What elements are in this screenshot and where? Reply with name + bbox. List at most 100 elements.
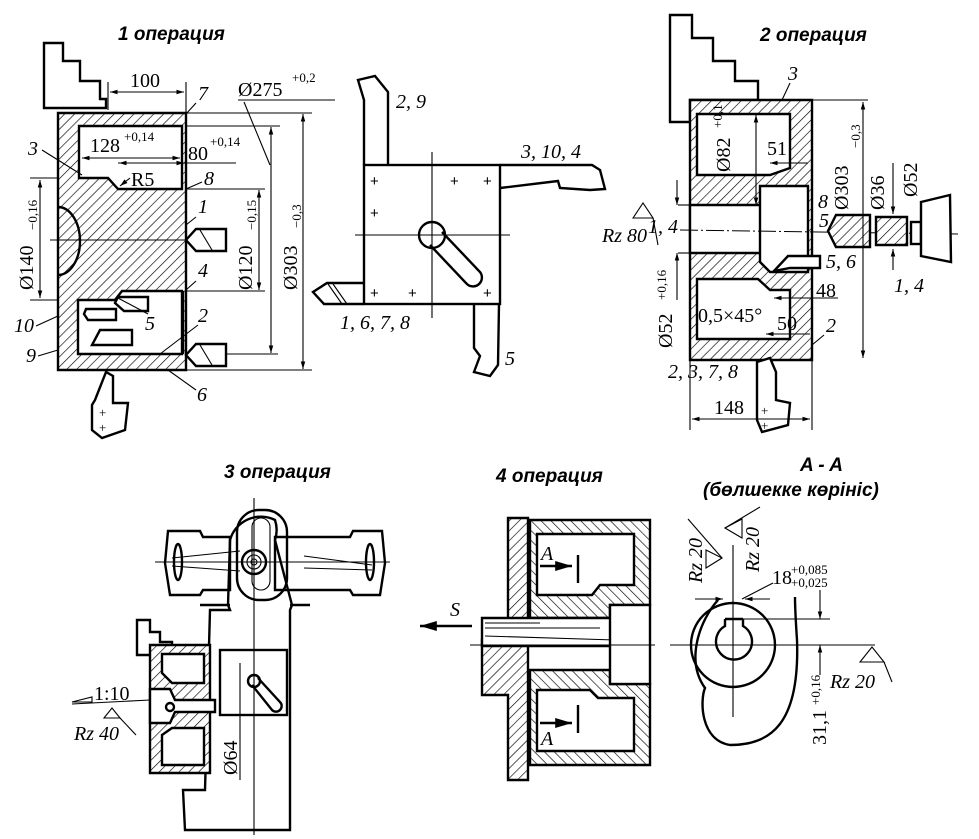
surface-label-9: 9 xyxy=(26,345,36,367)
operation-1: 1 операция + + 100 xyxy=(14,24,335,440)
svg-text:+: + xyxy=(761,418,768,433)
op2-label-3: 3 xyxy=(787,63,798,85)
op2-tools-5-6: 5, 6 xyxy=(826,251,856,273)
tool-group-right: 3, 10, 4 xyxy=(520,141,581,163)
operation-2: 2 операция + + 3 Ø82 +0,1 xyxy=(601,13,961,434)
surface-label-2: 2 xyxy=(198,305,208,327)
caliper-crossbar xyxy=(163,529,232,597)
dim-120-tol: −0,15 xyxy=(244,200,259,230)
dim-303-op1-tol: −0,3 xyxy=(289,204,304,228)
dim-51: 51 xyxy=(767,138,787,160)
roughness-rz80: Rz 80 xyxy=(601,225,647,247)
dim-80-tol: +0,14 xyxy=(210,134,241,149)
dim-303-op2: Ø303 xyxy=(831,166,853,210)
section-subtitle: (бөлшекке көрініс) xyxy=(703,480,879,501)
tool-left xyxy=(311,281,364,306)
dim-48: 48 xyxy=(816,280,836,302)
dim-275-tol: +0,2 xyxy=(292,70,316,85)
op2-label-5: 5 xyxy=(819,210,829,232)
dim-50: 50 xyxy=(777,313,797,335)
dim-52-left: Ø52 xyxy=(655,314,677,348)
key-width: 18 xyxy=(772,567,792,589)
key-depth-tol: +0,16 xyxy=(808,674,823,705)
operation-2-title: 2 операция xyxy=(759,25,867,46)
key-width-tol-upper: +0,085 xyxy=(791,562,828,577)
dim-275: Ø275 xyxy=(238,79,282,101)
workpiece-op1 xyxy=(50,111,188,372)
dim-128-tol: +0,14 xyxy=(124,129,155,144)
svg-text:+: + xyxy=(370,205,379,222)
dim-52-left-tol: +0,16 xyxy=(654,269,669,300)
svg-text:+: + xyxy=(370,285,379,302)
surface-label-3: 3 xyxy=(27,138,38,160)
part-outline xyxy=(694,596,799,747)
surface-label-4: 4 xyxy=(198,260,208,282)
op2-tools-2-3-7-8: 2, 3, 7, 8 xyxy=(668,361,738,383)
svg-text:+: + xyxy=(483,173,492,190)
roughness-rz40: Rz 40 xyxy=(73,723,119,745)
chuck-jaw xyxy=(42,41,108,110)
dim-303-op1: Ø303 xyxy=(280,246,302,290)
tool-group-top: 2, 9 xyxy=(396,91,426,113)
tool-bottom xyxy=(472,303,501,378)
dim-140-tol: −0,16 xyxy=(25,199,40,230)
svg-text:+: + xyxy=(99,405,106,420)
dim-120: Ø120 xyxy=(235,246,257,290)
surface-label-1: 1 xyxy=(198,196,208,218)
svg-text:+: + xyxy=(761,403,768,418)
drill-36 xyxy=(826,213,872,249)
key-width-tol-lower: +0,025 xyxy=(791,575,828,590)
chamfer-note: 0,5×45° xyxy=(698,305,762,327)
feed-direction-s: S xyxy=(450,599,460,621)
surface-label-7: 7 xyxy=(198,83,209,105)
surface-label-8: 8 xyxy=(204,168,214,190)
section-a-a: A - A (бөлшекке көрініс) Rz 20 Rz 20 18 … xyxy=(670,455,893,747)
op2-label-8: 8 xyxy=(818,191,828,213)
operation-4: 4 операция S A A xyxy=(420,466,655,782)
boring-tool-10 xyxy=(82,307,118,322)
turret-head: +++ + +++ 2, 9 3, 10, 4 1, 6, 7, 8 5 xyxy=(311,74,607,378)
dim-80: 80 xyxy=(188,143,208,165)
surface-label-6: 6 xyxy=(197,384,207,406)
surface-label-5: 5 xyxy=(145,313,155,335)
dim-140: Ø140 xyxy=(16,246,38,290)
dim-82: Ø82 xyxy=(713,138,735,172)
dim-303-op2-tol: −0,3 xyxy=(848,124,863,148)
roughness-left: Rz 20 xyxy=(685,538,707,584)
tailstock xyxy=(919,193,953,264)
workpiece-op2 xyxy=(679,98,961,362)
roughness-bottom: Rz 20 xyxy=(829,671,875,693)
caliper-column xyxy=(181,515,294,832)
svg-text:+: + xyxy=(370,173,379,190)
dim-100: 100 xyxy=(130,70,160,92)
operation-4-title: 4 операция xyxy=(495,466,603,487)
svg-text:+: + xyxy=(483,285,492,302)
section-mark-a-bottom: A xyxy=(539,728,554,750)
dim-82-tol: +0,1 xyxy=(710,104,725,128)
fixture-plate xyxy=(480,516,530,782)
tool-top xyxy=(356,74,390,165)
tool-right xyxy=(499,163,607,192)
operation-3: 3 операция 1:10 Rz xyxy=(71,462,390,835)
facing-tool-6 xyxy=(90,370,130,440)
svg-text:+: + xyxy=(450,173,459,190)
section-title: A - A xyxy=(799,455,843,476)
op2-tools-1-4-center: 1, 4 xyxy=(648,216,678,238)
indicator-block xyxy=(218,648,289,717)
svg-text:+: + xyxy=(408,285,417,302)
tool-5-6 xyxy=(770,254,822,273)
dim-r5: R5 xyxy=(131,169,154,191)
op2-label-2: 2 xyxy=(826,315,836,337)
tool-2-3-7-8 xyxy=(755,356,792,434)
dim-128: 128 xyxy=(90,135,120,157)
drill-52 xyxy=(874,215,909,247)
boring-tool-9 xyxy=(90,328,134,347)
tool-group-left: 1, 6, 7, 8 xyxy=(340,312,410,334)
turret-handle xyxy=(429,231,484,288)
operation-1-title: 1 операция xyxy=(118,24,225,45)
operation-3-title: 3 операция xyxy=(224,462,331,483)
surface-label-10: 10 xyxy=(14,315,34,337)
dim-148: 148 xyxy=(714,397,744,419)
taper-ratio: 1:10 xyxy=(94,683,130,705)
